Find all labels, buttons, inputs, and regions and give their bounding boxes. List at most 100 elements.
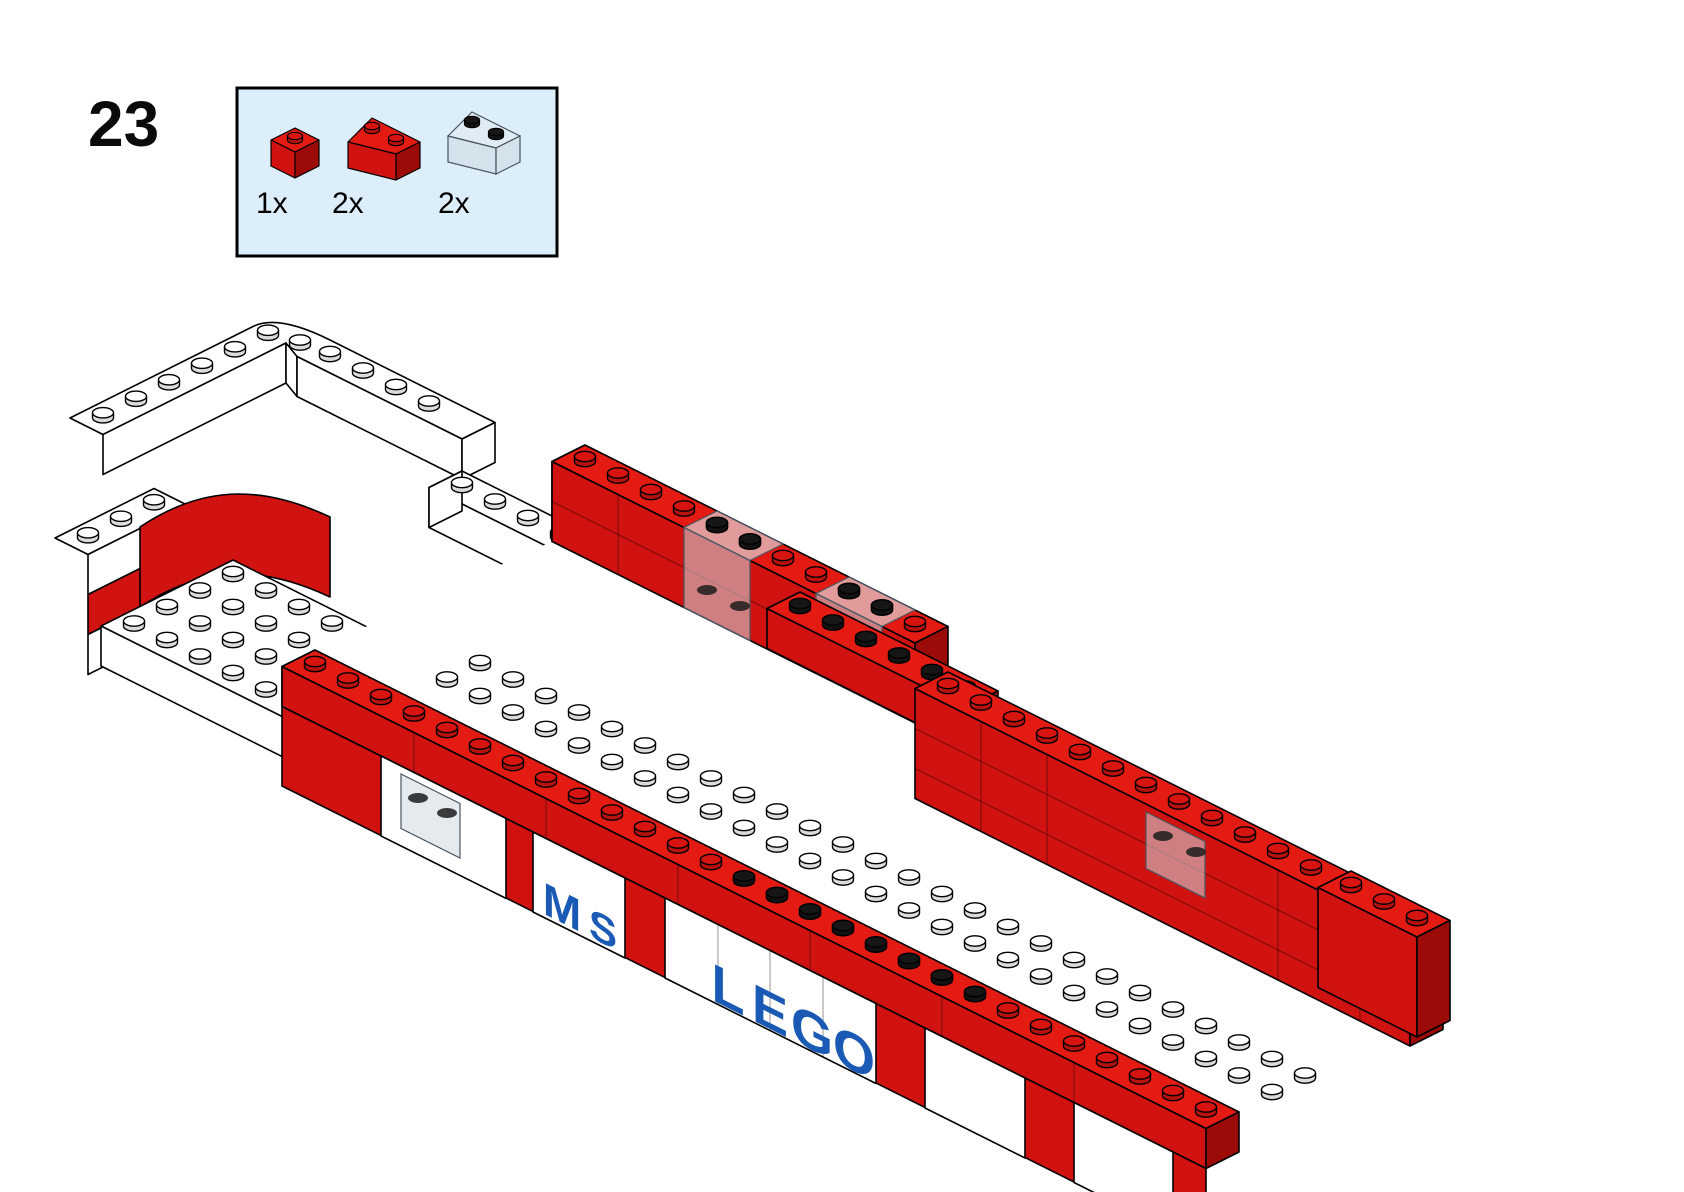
stud [765, 803, 789, 820]
stud [1194, 1101, 1218, 1118]
stud [930, 969, 954, 986]
stud [1035, 727, 1059, 744]
stud [254, 648, 278, 665]
stud [221, 598, 245, 616]
stud [254, 615, 278, 632]
stud [435, 721, 459, 739]
part-count-3: 2x [438, 187, 470, 220]
stud [534, 771, 558, 788]
stud [738, 533, 762, 550]
stud [188, 582, 212, 599]
stud [1266, 842, 1290, 860]
stud [534, 720, 558, 738]
stud [287, 631, 311, 649]
stud [1029, 1018, 1053, 1036]
stud [1167, 793, 1191, 810]
stud [887, 647, 911, 664]
wall-right-end [1416, 919, 1451, 1038]
stud [1233, 826, 1257, 843]
stud [765, 836, 789, 853]
stud [142, 493, 166, 511]
stud [351, 362, 375, 379]
stud [765, 886, 789, 904]
red-end-block [1317, 870, 1451, 1038]
stud [573, 450, 597, 468]
stud [798, 819, 822, 837]
stud [606, 467, 630, 484]
stud [501, 671, 525, 688]
stud [1161, 1034, 1185, 1051]
stud [435, 671, 459, 688]
stud [732, 870, 756, 887]
stud [936, 677, 960, 695]
stud [188, 648, 212, 665]
stud [1200, 809, 1224, 827]
stud [501, 704, 525, 721]
stud [1227, 1067, 1251, 1084]
stud [1128, 1017, 1152, 1035]
stud [567, 787, 591, 805]
stud [124, 390, 148, 408]
stud [363, 121, 381, 135]
stud [897, 902, 921, 919]
parts-callout-box: 1x 2x 2x [235, 86, 559, 258]
transparent-window-brick [682, 510, 785, 642]
stud [463, 115, 481, 129]
stud [91, 406, 115, 424]
stud [1062, 984, 1086, 1002]
stud [1128, 984, 1152, 1002]
brick-1x1-red-icon [270, 127, 320, 179]
stud [633, 820, 657, 838]
stud [963, 902, 987, 919]
stud [1062, 1035, 1086, 1052]
stud [864, 852, 888, 870]
stud [1299, 859, 1323, 876]
stud [188, 615, 212, 632]
stud [732, 786, 756, 804]
stud [1372, 893, 1396, 910]
stud [996, 951, 1020, 969]
stud [318, 345, 342, 363]
hull-white-segment [1073, 1101, 1174, 1192]
stud [402, 705, 426, 722]
stud [288, 334, 312, 351]
stud [633, 737, 657, 754]
stud [1194, 1017, 1218, 1035]
stud [1068, 743, 1092, 761]
stud [1260, 1083, 1284, 1101]
stud [468, 738, 492, 755]
stud [798, 852, 822, 870]
stud [699, 770, 723, 787]
stud [1260, 1050, 1284, 1068]
stud [699, 803, 723, 820]
stud [387, 133, 405, 147]
part-count-2: 2x [332, 187, 364, 220]
stud [567, 737, 591, 754]
step-number: 23 [88, 88, 159, 160]
stud [600, 804, 624, 821]
stud [76, 526, 100, 544]
stud [336, 672, 360, 689]
stud-row [288, 334, 312, 351]
stud [1029, 968, 1053, 985]
stud [1095, 968, 1119, 985]
stud [930, 885, 954, 903]
stud [155, 598, 179, 616]
ship-illustration: M S L E G O [54, 321, 1451, 1192]
hull-white-segment [664, 897, 877, 1085]
stud [996, 1002, 1020, 1019]
stud [1095, 1051, 1119, 1069]
stud [287, 598, 311, 616]
stud [666, 753, 690, 771]
stud [286, 131, 304, 145]
stud [1339, 876, 1363, 894]
stud [821, 614, 845, 631]
stud [256, 324, 280, 342]
stud [1095, 1001, 1119, 1018]
transparent-window-brick [400, 773, 461, 859]
stud [221, 664, 245, 682]
stud [1101, 760, 1125, 777]
stud [384, 378, 408, 396]
stud [903, 615, 927, 633]
stud [567, 704, 591, 721]
